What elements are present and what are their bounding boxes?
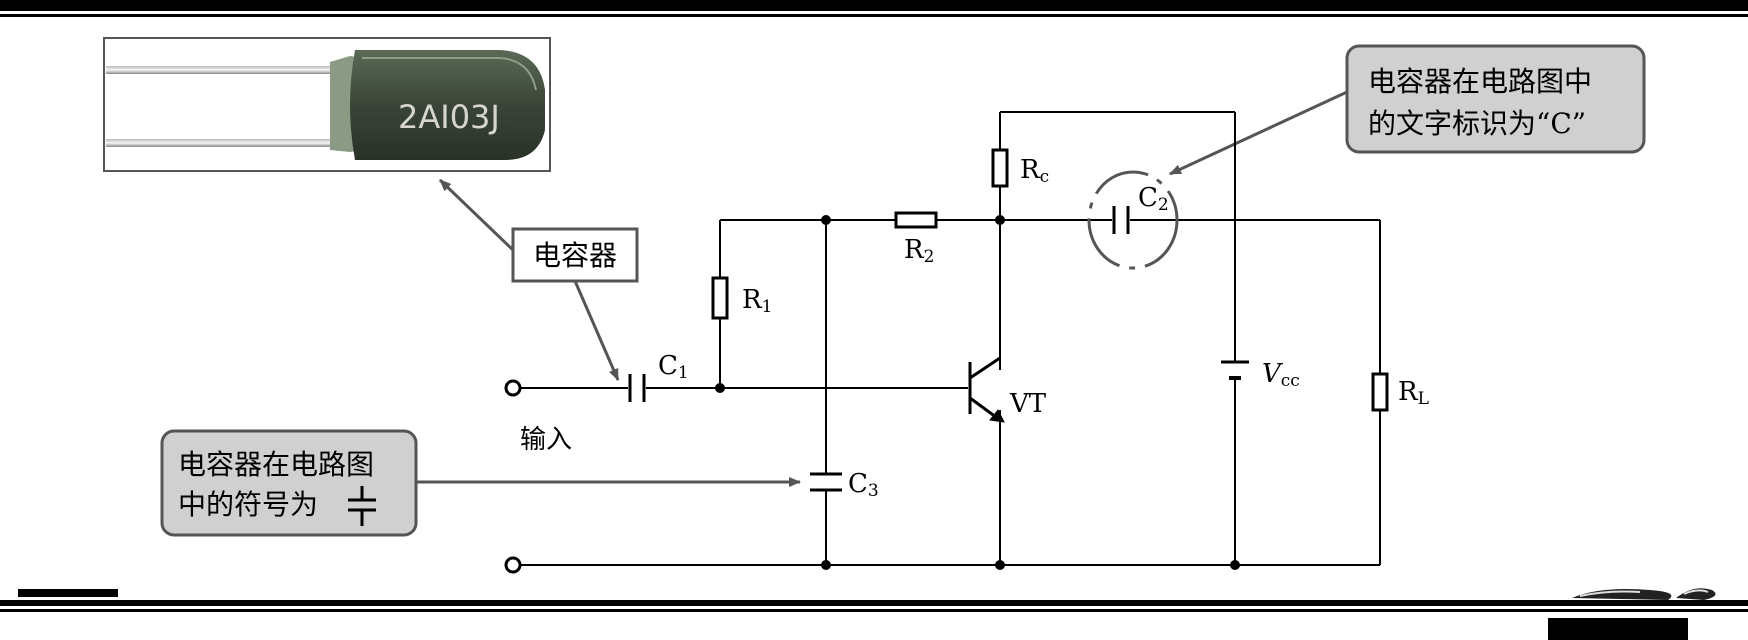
capacitor-marking: 2AI03J: [398, 98, 500, 136]
label-r1: R1: [742, 285, 772, 317]
resistor-r1: [711, 276, 729, 320]
callout-text-identifier-line2: 的文字标识为“C”: [1368, 107, 1586, 140]
callout-text-identifier-line1: 电容器在电路图中: [1368, 65, 1592, 98]
callout-text-identifier: 电容器在电路图中 的文字标识为“C”: [1169, 44, 1646, 176]
input-terminal-top: [504, 379, 522, 397]
callout-component-name-text: 电容器: [533, 239, 617, 272]
transistor-vt: [968, 356, 1005, 423]
resistor-r2: [894, 211, 938, 229]
circuit-wiring: [520, 111, 1381, 566]
callout-symbol: 电容器在电路图 中的符号为: [160, 429, 801, 537]
arrow-to-c1: [573, 280, 620, 381]
label-c2: C2: [1138, 183, 1169, 215]
resistor-rc: [991, 148, 1009, 188]
bottom-border: [0, 588, 1748, 640]
callout-symbol-line1: 电容器在电路图: [178, 448, 374, 481]
label-rl: RL: [1398, 377, 1429, 409]
capacitor-symbol-icon: [348, 486, 376, 526]
capacitor-c2: [1112, 206, 1130, 234]
battery-vcc: [1221, 360, 1249, 380]
label-vcc: Vcc: [1262, 359, 1300, 391]
capacitor-photo: 2AI03J: [103, 37, 551, 172]
c2-highlight-circle: [1087, 170, 1179, 270]
label-c1: C1: [658, 351, 689, 383]
label-rc: Rc: [1020, 155, 1049, 187]
resistor-rl: [1371, 372, 1389, 412]
top-border: [0, 0, 1748, 17]
arrow-to-photo: [438, 178, 515, 252]
input-terminal-bottom: [504, 556, 522, 574]
callout-component-name: 电容器: [438, 178, 639, 381]
arrow-to-c2: [1169, 90, 1348, 176]
callout-symbol-line2: 中的符号为: [178, 488, 318, 521]
label-c3: C3: [848, 469, 879, 501]
junction-dots: [715, 215, 1240, 570]
input-label: 输入: [520, 425, 572, 455]
capacitor-c1: [628, 374, 646, 402]
label-r2: R2: [904, 235, 934, 267]
label-vt: VT: [1009, 389, 1047, 419]
capacitor-c3: [810, 472, 842, 492]
